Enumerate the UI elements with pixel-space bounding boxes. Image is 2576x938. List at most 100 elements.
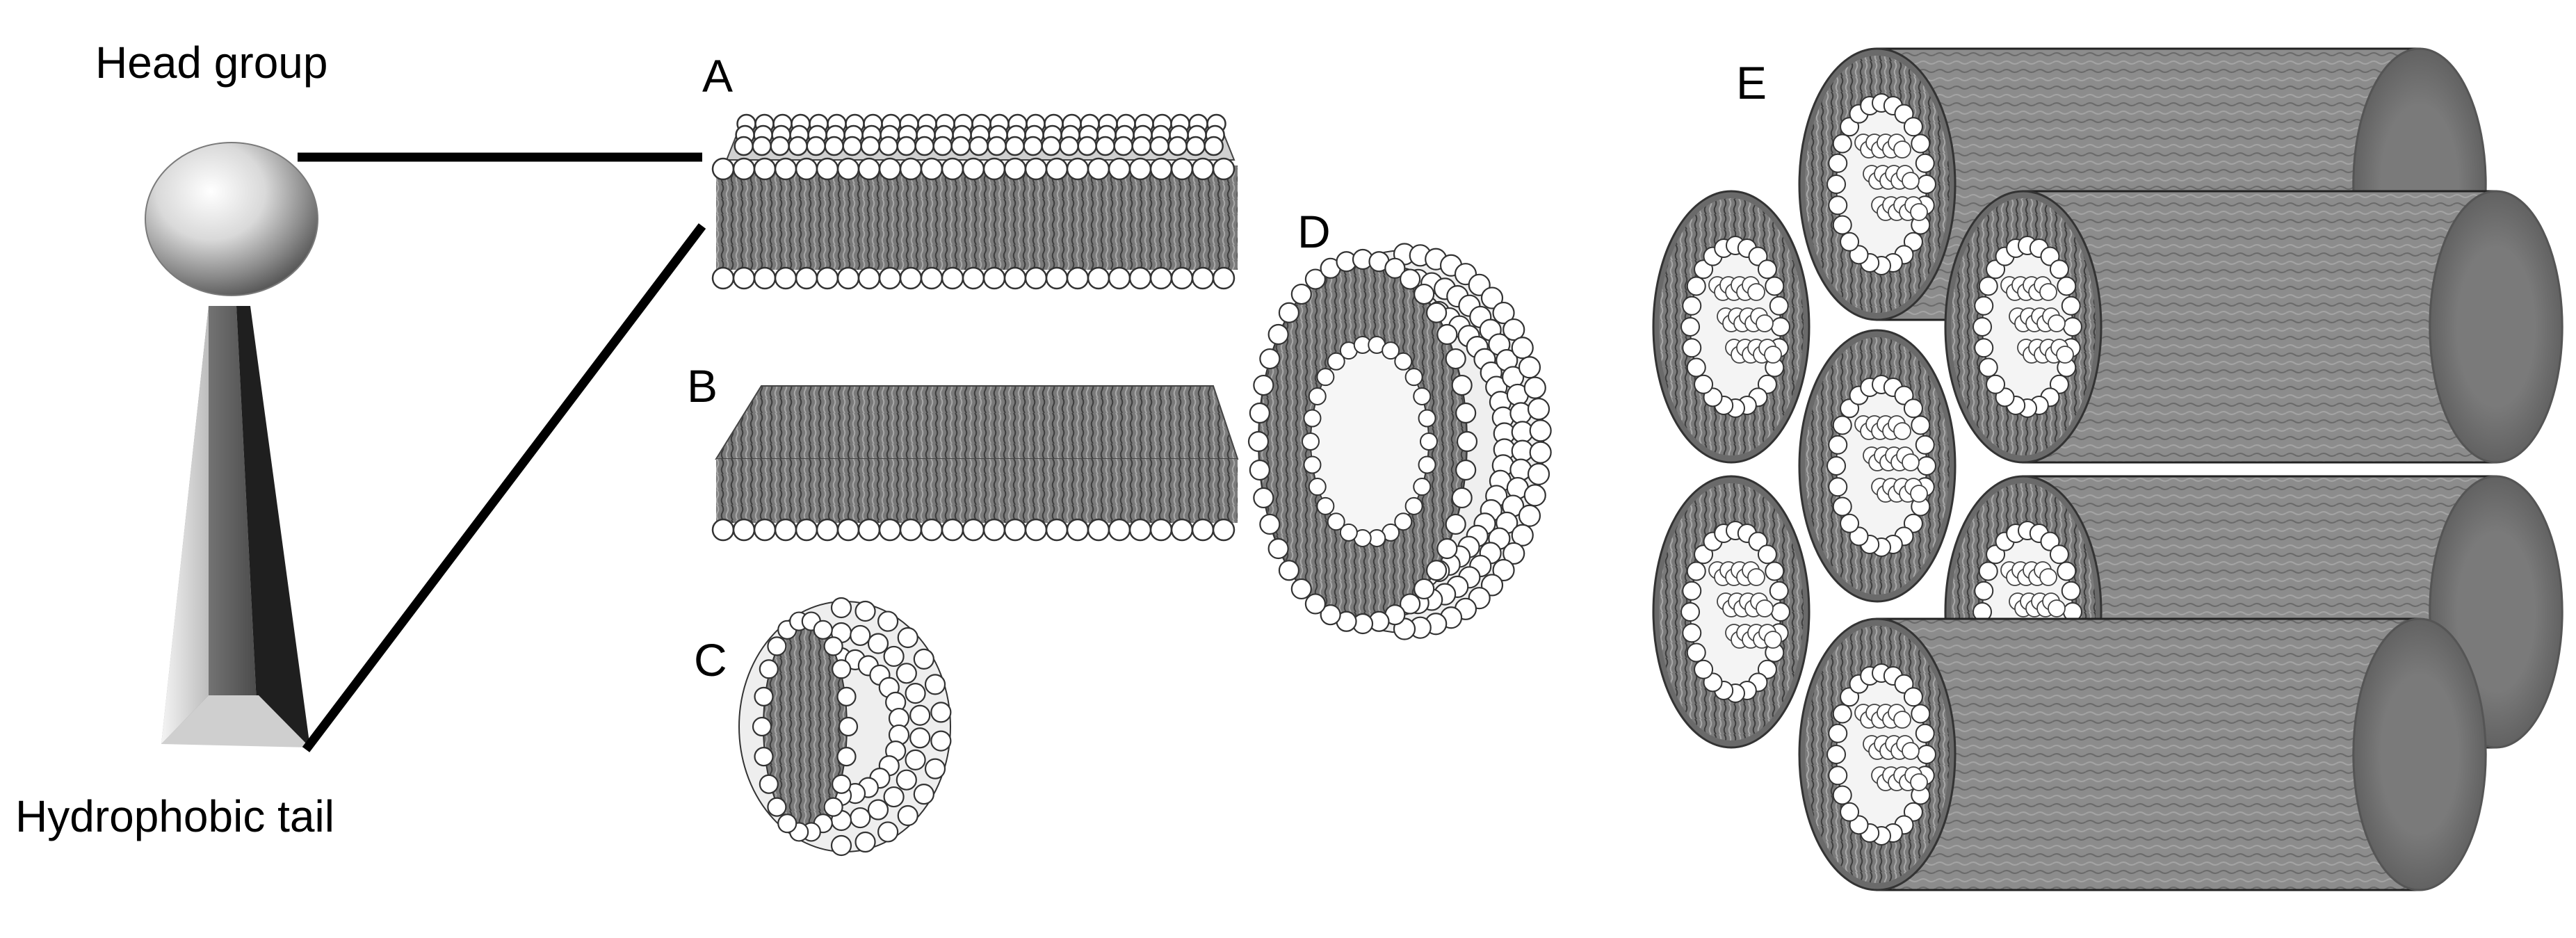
tube-head [1828,766,1848,786]
vesicle-outer-head [1249,459,1270,481]
tube-head [2061,581,2081,601]
lipid-head [878,266,902,290]
lipid-head [920,157,943,181]
tube-head [1757,259,1777,280]
vesicle-inner-head [1394,512,1413,531]
lipid-head [1128,266,1152,290]
tube-core-head [2056,346,2074,364]
lipid-tube [1652,190,1811,464]
lipid-head [1023,136,1043,156]
vesicle-head [1502,542,1525,565]
tube-head [1765,276,1785,296]
lipid-head [1204,136,1224,156]
micelle-head [850,807,871,829]
tube-head [2057,561,2077,581]
vesicle-inner-head [1404,368,1423,387]
vesicle-head [1529,441,1552,464]
micelle-head [905,749,926,770]
tube-head [1828,435,1848,455]
vesicle-inner-head [1418,455,1436,474]
lipid-head [1185,136,1206,156]
lipid-head [1024,157,1048,181]
head-group-sphere [145,142,318,296]
tube-head [1757,544,1777,565]
tube-core-head [2048,599,2066,617]
vesicle-outer-head [1384,257,1406,279]
tail-cone-highlight [161,306,209,744]
lipid-head [1149,157,1173,181]
lipid-head [1087,518,1110,542]
tube-head [1828,723,1848,743]
tube-head [1832,415,1852,435]
lipid-head [1087,266,1110,290]
tube-head [1828,477,1848,497]
tube-head [1903,117,1923,137]
lipid-head [962,157,985,181]
lipid-head [857,157,881,181]
vesicle-outer-head [1413,578,1435,600]
lipid-head [1066,266,1089,290]
lipid-head [982,266,1006,290]
lipid-head [770,136,790,156]
lipid-head [824,136,844,156]
tube-far-core [2457,248,2535,406]
micelle-head [896,663,917,684]
monolayer-tails [716,459,1238,523]
lipid-head [836,518,860,542]
lipid-head [788,136,808,156]
lipid-head [795,518,818,542]
lipid-head [1041,136,1061,156]
panel-b-monolayer [711,385,1239,542]
tube-core-head [1764,631,1782,649]
vesicle-inner-head [1316,496,1335,515]
panel-d-letter: D [1297,206,1331,257]
vesicle-head [1523,376,1546,399]
micelle-rim-head [754,686,774,706]
vesicle-head [1492,558,1515,582]
tube-core-head [1893,140,1911,159]
lipid-head [860,136,880,156]
lipid-head [774,157,797,181]
tube-head [1682,296,1702,316]
micelle-rim-head [832,659,852,679]
micelle-head [930,702,952,723]
tube-head [1840,802,1860,822]
lipid-head [732,266,756,290]
tube-core-head [1910,773,1928,791]
micelle-rim-head [838,716,859,737]
lipid-head [1149,266,1173,290]
vesicle-head [1527,398,1550,421]
lipid-head [1045,266,1069,290]
tube-head [1686,276,1706,296]
tube-head [1911,415,1931,435]
lipid-head [1191,266,1215,290]
micelle-head [850,624,871,647]
tube-head [1682,338,1702,358]
lipid-head [732,518,756,542]
lipid-head [914,136,934,156]
lipid-head [816,518,839,542]
lipid-head [941,518,964,542]
micelle-rim-head [759,659,779,679]
micelle-head [883,645,905,668]
micelle-head [913,784,934,805]
vesicle-outer-head [1290,578,1312,600]
tube-core-head [1756,314,1774,332]
lipid-head [857,266,881,290]
hydrophobic-tail-label: Hydrophobic tail [15,791,334,841]
tube-far-core [2457,533,2535,691]
tube-head [1978,276,1998,296]
tube-core-head [1747,568,1765,586]
vesicle-head [1511,524,1534,547]
panel-b-letter: B [687,360,718,412]
lipid-head [1170,518,1194,542]
lipid-head [1003,157,1027,181]
tube-head [1769,296,1789,316]
vesicle-outer-head [1436,537,1458,560]
tube-head [1911,134,1931,154]
lipid-head [1005,136,1025,156]
lipid-head [982,157,1006,181]
lipid-head [1024,266,1048,290]
